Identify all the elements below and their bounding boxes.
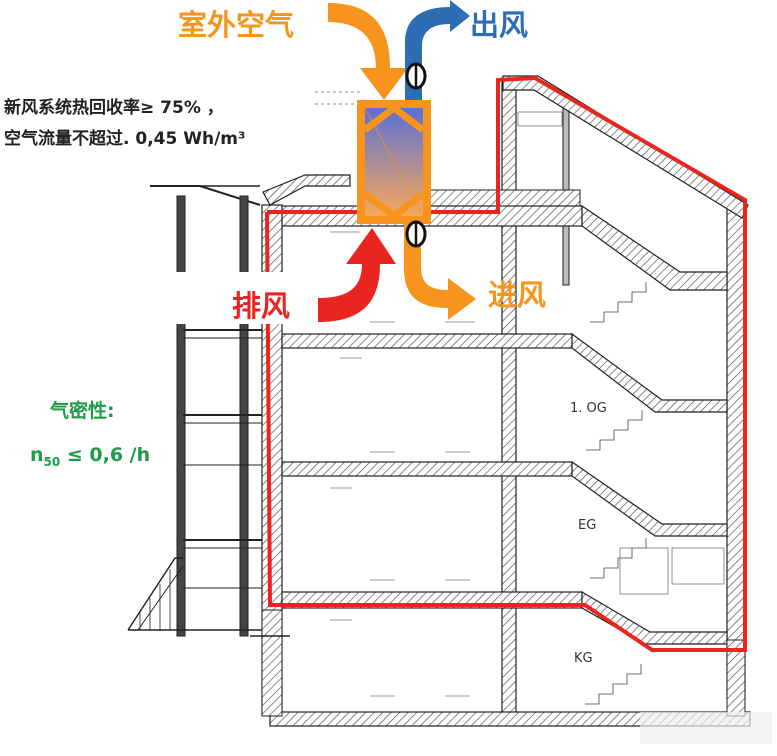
n50-subscript: 50 [43, 454, 61, 469]
floor-label-kg: KG [574, 651, 593, 666]
outside-air-label: 室外空气 [178, 8, 295, 42]
floor-label-eg: EG [578, 518, 597, 533]
airtightness-value: n50 ≤ 0,6 /h [30, 444, 150, 469]
extract-air-arrow [318, 228, 396, 322]
heat-recovery-unit [357, 100, 431, 224]
fan-icon [405, 62, 427, 90]
drawing-annotations [330, 111, 725, 697]
n50-symbol: n [30, 444, 44, 466]
extract-air-label: 排风 [232, 289, 291, 323]
airtight-envelope-line [265, 75, 747, 652]
airtightness-title: 气密性: [50, 400, 115, 422]
outside-air-arrow [328, 3, 408, 100]
exhaust-out-label: 出风 [470, 8, 529, 42]
supply-air-label: 进风 [488, 278, 547, 312]
airflow-info: 空气流量不超过. 0,45 Wh/m³ [4, 129, 246, 149]
reference-lines [315, 91, 360, 105]
heat-recovery-info: 新风系统热回收率≥ 75% ， [4, 98, 224, 118]
floor-label-og: 1. OG [570, 401, 607, 416]
supply-air-arrow [404, 224, 476, 320]
extract-label-backdrop [160, 272, 318, 324]
exterior-balcony [127, 185, 270, 637]
fan-icon [405, 220, 427, 248]
watermark-blur [640, 712, 772, 744]
n50-limit: ≤ 0,6 /h [60, 444, 151, 466]
